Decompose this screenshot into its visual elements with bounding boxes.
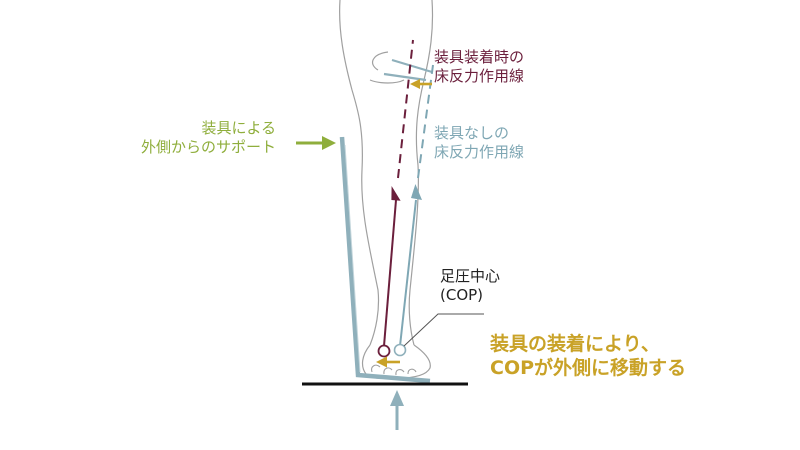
grf-line-with-brace-dashed xyxy=(397,39,414,179)
label-cop-line-2: (COP) xyxy=(440,285,484,304)
brace-inner-line xyxy=(344,144,361,373)
cop-leader-line xyxy=(403,313,484,347)
label-lateral-support-line-1: 装具による xyxy=(201,119,277,137)
cop-with-brace-marker xyxy=(377,344,391,358)
grf-arrowhead-with-brace xyxy=(391,186,401,201)
floor-reaction-arrowhead xyxy=(390,390,404,406)
label-cop-line-1: 足圧中心 xyxy=(440,267,501,285)
toe-3 xyxy=(395,369,405,376)
cop-shift-arrowhead xyxy=(376,356,387,368)
toe-2 xyxy=(383,367,393,375)
leg-outline-left xyxy=(339,0,380,346)
label-cop-shift: 装具の装着により、 COPが外側に移動する xyxy=(490,333,686,381)
label-cop: 足圧中心 (COP) xyxy=(440,267,500,305)
label-cop-shift-line-2: COPが外側に移動する xyxy=(490,356,687,379)
label-cop-shift-line-1: 装具の装着により、 xyxy=(490,333,660,355)
grf-line-without-brace-solid xyxy=(399,199,417,347)
grf-line-with-brace-solid xyxy=(383,199,397,347)
grf-arrowhead-without-brace xyxy=(411,184,422,200)
label-grf-without-brace-line-2: 床反力作用線 xyxy=(434,142,525,161)
label-lateral-support: 装具による 外側からのサポート xyxy=(141,119,276,157)
brace-top-strap-2 xyxy=(383,72,427,82)
brace-shell xyxy=(339,136,431,384)
label-grf-with-brace-line-2: 床反力作用線 xyxy=(434,66,525,85)
toe-1 xyxy=(371,364,381,373)
cop-without-brace-marker xyxy=(393,343,407,357)
grf-line-without-brace-dashed xyxy=(417,64,434,179)
toe-4 xyxy=(407,368,417,375)
label-grf-with-brace: 装具装着時の 床反力作用線 xyxy=(434,48,524,86)
knee-mark-left xyxy=(371,51,389,71)
knee-mark-bottom xyxy=(369,79,405,84)
label-lateral-support-line-2: 外側からのサポート xyxy=(141,137,277,156)
line-shift-arrowhead xyxy=(410,79,420,89)
label-grf-with-brace-line-1: 装具装着時の xyxy=(434,48,525,66)
brace-top-strap xyxy=(391,58,433,74)
support-arrowhead xyxy=(322,136,336,150)
label-grf-without-brace: 装具なしの 床反力作用線 xyxy=(434,124,524,162)
leg-outline-right xyxy=(408,0,434,346)
label-grf-without-brace-line-1: 装具なしの xyxy=(434,124,510,142)
